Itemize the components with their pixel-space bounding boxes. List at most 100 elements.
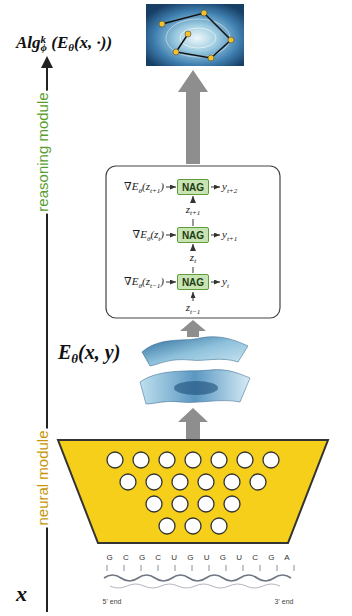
input-arrow [166, 282, 176, 283]
nag-box: NAG [177, 274, 209, 290]
neuron [211, 452, 227, 468]
reasoning-box [106, 166, 280, 318]
label-text: y [222, 229, 227, 240]
output-label: yt [222, 276, 229, 287]
output-arrow [211, 235, 220, 236]
neuron [172, 496, 188, 512]
gradient-label: ∇Eθ(zt) [132, 229, 164, 240]
input-arrow [193, 292, 194, 301]
label-text: neural module [35, 430, 50, 525]
label-text: (z [142, 276, 150, 287]
index-text: t [194, 258, 196, 265]
neuron [237, 452, 253, 468]
state-label: zt [188, 251, 198, 267]
neuron [198, 474, 214, 490]
label-text: z [186, 302, 190, 313]
energy-surface [142, 337, 248, 366]
index-text: θ [138, 283, 142, 290]
base-bond [192, 565, 193, 571]
contour-line [166, 19, 230, 57]
rna-backbone [110, 584, 280, 588]
iterate-dot [173, 49, 179, 55]
iterate-dot [201, 10, 207, 16]
output-label: yt+1 [222, 229, 237, 240]
neuron [263, 452, 279, 468]
label-text: (x, ·)) [74, 34, 112, 51]
neuron [146, 496, 162, 512]
base-bond [107, 565, 108, 571]
iterate-dot [185, 31, 191, 37]
base-bond [226, 565, 227, 571]
index-text: θ [138, 188, 142, 195]
label-text: (E [51, 34, 68, 51]
state-label: zt+1 [184, 203, 203, 219]
node-label: NAG [182, 182, 204, 193]
index-text: θ [68, 42, 74, 53]
label-text: y [222, 181, 227, 192]
index-text: t+1 [190, 210, 200, 217]
output-label: yt+2 [222, 181, 237, 192]
index-text: t−1 [150, 283, 160, 290]
neuron [172, 474, 188, 490]
output-arrow [211, 282, 220, 283]
energy-label: Eθ(x, y) [58, 342, 120, 362]
label-text: ) [160, 229, 164, 240]
neuron [159, 518, 175, 534]
node-label: NAG [182, 230, 204, 241]
neuron [185, 518, 201, 534]
output-arrow [211, 187, 220, 188]
index-text: t+2 [227, 188, 237, 195]
label-text: (z [142, 181, 150, 192]
label-text: E [58, 342, 71, 362]
base-bond [277, 565, 278, 571]
iterate-dot [228, 37, 234, 43]
base-bond [175, 565, 176, 571]
label-text: (z [150, 229, 158, 240]
algorithm-label: Algkϕ(Eθ(x, ·)) [16, 34, 112, 51]
iterate-dot [159, 21, 165, 27]
neuron [198, 496, 214, 512]
label-text: z [190, 252, 194, 263]
nag-box: NAG [177, 179, 209, 195]
flow-arrow [180, 320, 206, 337]
iterate-path [162, 13, 231, 58]
rna-backbone [104, 575, 291, 581]
label-text: ∇E [124, 276, 138, 287]
input-arrow [166, 187, 176, 188]
base-bond [141, 565, 142, 571]
neuron [146, 474, 162, 490]
module-label: reasoning module [34, 90, 54, 213]
index-text: t+1 [150, 188, 160, 195]
neuron [133, 452, 149, 468]
index-text: t−1 [190, 309, 200, 316]
label-text: ) [160, 276, 164, 287]
index-text: ϕ [41, 42, 47, 53]
flow-arrow [178, 408, 208, 440]
label-text: reasoning module [35, 92, 50, 211]
base-bond [124, 565, 125, 571]
base-bond [260, 565, 261, 571]
state-label: zt−1 [186, 302, 201, 313]
index-text: t+1 [227, 236, 237, 243]
energy-heatmap [146, 4, 244, 66]
index-text: θ [71, 352, 78, 365]
input-arrow [166, 235, 176, 236]
nag-box: NAG [177, 227, 209, 243]
neuron [224, 474, 240, 490]
index-text: θ [147, 236, 151, 243]
axis-arrowhead [41, 56, 53, 68]
strand-end-label: 3' end [275, 598, 294, 605]
label-text: 5' end [103, 598, 122, 605]
neuron [250, 474, 266, 490]
label-text: Alg [16, 34, 41, 51]
gradient-label: ∇Eθ(zt+1) [124, 181, 164, 192]
neuron [159, 452, 175, 468]
node-label: NAG [182, 277, 204, 288]
neuron [107, 452, 123, 468]
label-text: ) [160, 181, 164, 192]
label-text: z [186, 204, 190, 215]
label-text: x [16, 583, 27, 605]
base-bond [158, 565, 159, 571]
flow-arrow [178, 70, 208, 164]
index-text: t [158, 236, 160, 243]
